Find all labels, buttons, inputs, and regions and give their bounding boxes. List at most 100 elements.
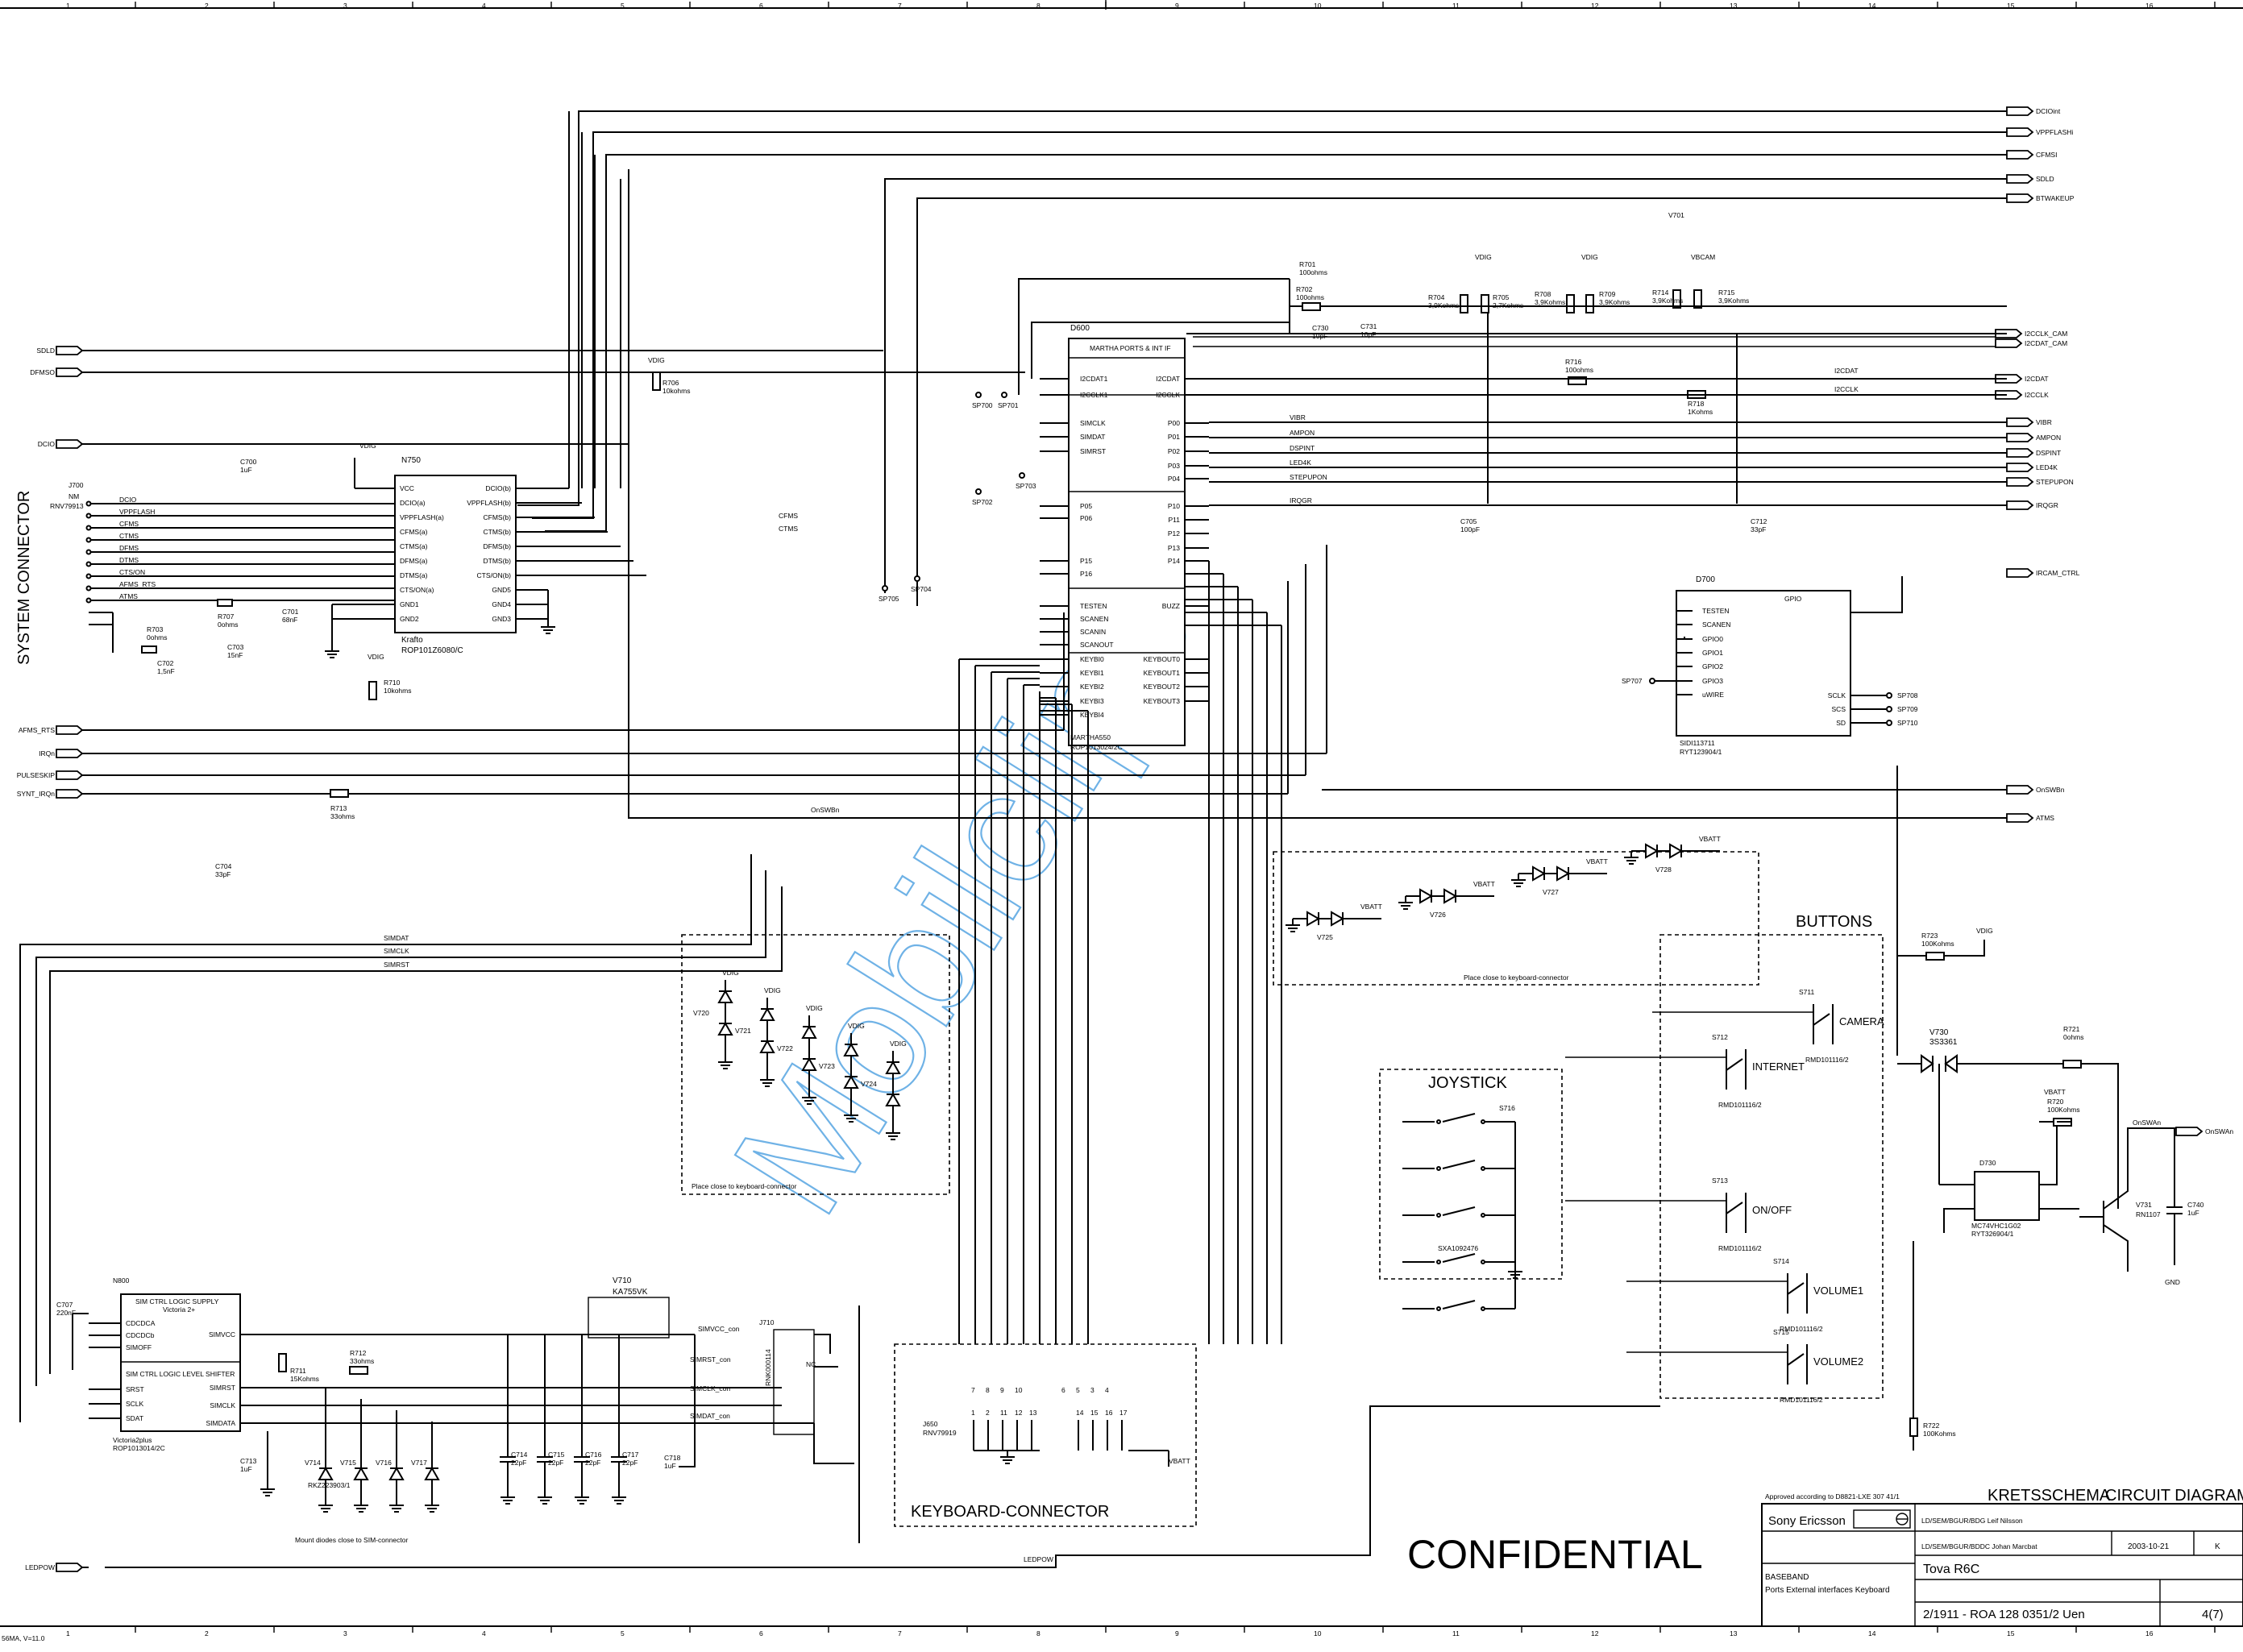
esd-diode-icon — [318, 1466, 334, 1480]
rkz-part: RKZ223903/1 — [308, 1481, 351, 1489]
c730-ref: C730 — [1312, 324, 1329, 332]
r702-ref: R702 — [1296, 285, 1313, 293]
diode-ref: V727 — [1543, 888, 1559, 896]
border-number-top: 11 — [1452, 2, 1460, 10]
n750-pin-right: DCIO(b) — [485, 484, 511, 492]
r718-ref: R718 — [1688, 400, 1705, 408]
ground-icon — [1000, 1451, 1015, 1464]
d600-pin-left: KEYBI0 — [1080, 655, 1104, 663]
d600-net-label: DSPINT — [1290, 444, 1315, 452]
c718-ref: C718 — [664, 1454, 681, 1462]
protection-diode-icon — [885, 1092, 901, 1106]
border-number-top: 14 — [1868, 2, 1876, 10]
test-point-label: SP707 — [1622, 677, 1643, 685]
protection-diode-icon — [1443, 888, 1458, 904]
button-ref: S713 — [1712, 1177, 1728, 1185]
net-port-label: I2CDAT_CAM — [2025, 339, 2067, 347]
button-label: INTERNET — [1752, 1061, 1805, 1073]
n800-pin-right: SIMVCC — [209, 1330, 235, 1339]
cap-ref: C715 — [548, 1451, 565, 1459]
border-number-top: 13 — [1730, 2, 1738, 10]
j700-part: RNV79913 — [50, 502, 84, 510]
border-number-bottom: 1 — [66, 1629, 70, 1637]
n800-block2: SIM CTRL LOGIC LEVEL SHIFTER — [126, 1370, 235, 1378]
net-port-label: I2CCLK — [2025, 391, 2049, 399]
nc-label: NC — [806, 1360, 816, 1368]
ground-icon — [1398, 896, 1413, 910]
n800-pin-left: SCLK — [126, 1400, 144, 1408]
d600-pin-left: KEYBI4 — [1080, 711, 1104, 719]
net-port-right: ATMS — [2006, 813, 2054, 823]
sim-wiring: R711 15Kohms R712 33ohms V710 KA755VK J7… — [240, 854, 854, 1544]
vbatt-label: VBATT — [1473, 880, 1495, 888]
net-port-left: DCIO — [38, 439, 89, 449]
esd-diode-icon — [424, 1466, 440, 1480]
c700-val: 1uF — [240, 466, 252, 474]
keyboard-ref: J650 — [923, 1420, 938, 1428]
buttons-group: BUTTONS S711CAMERARMD101116/2S712INTERNE… — [1565, 913, 1884, 1404]
d600-pin-right: P10 — [1168, 502, 1180, 510]
n800-block1-sub: Victoria 2+ — [163, 1305, 195, 1314]
border-number-top: 3 — [343, 2, 347, 10]
j710-ref: J710 — [759, 1318, 775, 1326]
net-port-label: AMPON — [2036, 434, 2061, 442]
j700-pin-label: AFMS_RTS — [119, 580, 156, 588]
d600-pin-left: SIMDAT — [1080, 433, 1105, 441]
cap-val: 22pF — [585, 1459, 600, 1467]
cap-ref: C714 — [511, 1451, 528, 1459]
cap-ref: C716 — [585, 1451, 602, 1459]
n750-pin-left: GND1 — [400, 600, 419, 608]
d600-pin-right: P13 — [1168, 544, 1180, 552]
net-port-label: DFMSO — [30, 368, 55, 376]
r703-val: 0ohms — [147, 633, 168, 641]
n800-pin-left: CDCDCb — [126, 1331, 155, 1339]
n750-pin-right: CTS/ON(b) — [477, 571, 512, 579]
n750-pin-right: DTMS(b) — [484, 557, 512, 565]
n800-pin-left: SDAT — [126, 1414, 143, 1422]
j700-pin-label: VPPFLASH — [119, 508, 155, 516]
i2c-network: R701 100ohms R702 100ohms C730 10pF C731… — [1018, 211, 2007, 533]
button-part: RMD101116/2 — [1805, 1056, 1849, 1064]
kbd-pin-bottom: 1 — [971, 1409, 975, 1417]
d600-pin-right: P14 — [1168, 557, 1180, 565]
d600-pin-right: P04 — [1168, 475, 1180, 483]
d600-pin-left: P05 — [1080, 502, 1092, 510]
d700-pin: GPIO0 — [1702, 635, 1723, 643]
d600-pin-right: I2CCLK — [1156, 391, 1180, 399]
n750-pin-left: VCC — [400, 484, 414, 492]
r723-val: 100Kohms — [1921, 940, 1954, 948]
d700-pin: SCANEN — [1702, 621, 1730, 629]
net-port-label: VPPFLASHi — [2036, 128, 2073, 136]
vbcam-label: VBCAM — [1691, 253, 1715, 261]
d600-name: MARTHA550 — [1070, 733, 1111, 741]
button-ref: S715 — [1773, 1328, 1789, 1336]
sim-net-dat: SIMDAT_con — [690, 1412, 730, 1420]
test-point-label: SP708 — [1897, 691, 1918, 699]
protection-diode-icon — [717, 1021, 733, 1036]
ground-icon — [575, 1491, 589, 1505]
net-port-label: VIBR — [2036, 418, 2052, 426]
d600-net-label: LED4K — [1290, 459, 1311, 467]
net-port-right: VIBR — [2006, 417, 2052, 427]
r715-val: 3,9Kohms — [1718, 297, 1749, 305]
tb-responsible: LD/SEM/BGUR/BDDC Johan Marcbat — [1921, 1542, 2037, 1550]
d600-pin-right: P12 — [1168, 529, 1180, 538]
r721-val: 0ohms — [2063, 1033, 2084, 1041]
vdig-r709: VDIG — [1581, 253, 1598, 261]
sim-net-clk: SIMCLK_con — [690, 1384, 730, 1393]
n750-pin-right: GND5 — [492, 586, 511, 594]
esd-diode-icon — [353, 1466, 369, 1480]
border-number-bottom: 13 — [1730, 1629, 1738, 1637]
d730-part2: RYT326904/1 — [1971, 1230, 2014, 1238]
net-port-label: IRQGR — [2036, 501, 2058, 509]
net-port-left: DFMSO — [30, 367, 89, 377]
kbd-pin-top: 6 — [1061, 1386, 1065, 1394]
kbd-pin-bottom: 16 — [1105, 1409, 1113, 1417]
right-net-ports: DCIOintVPPFLASHiCFMSISDLDBTWAKEUPI2CCLK_… — [1193, 106, 2233, 1136]
net-port-label: BTWAKEUP — [2036, 194, 2075, 202]
r714-val: 3,9Kohms — [1652, 297, 1683, 305]
d700-pin: GPIO3 — [1702, 677, 1723, 685]
net-port-label: SDLD — [36, 347, 55, 355]
r706-ref: R706 — [663, 379, 679, 387]
j710-part: RNK000114 — [764, 1349, 772, 1386]
